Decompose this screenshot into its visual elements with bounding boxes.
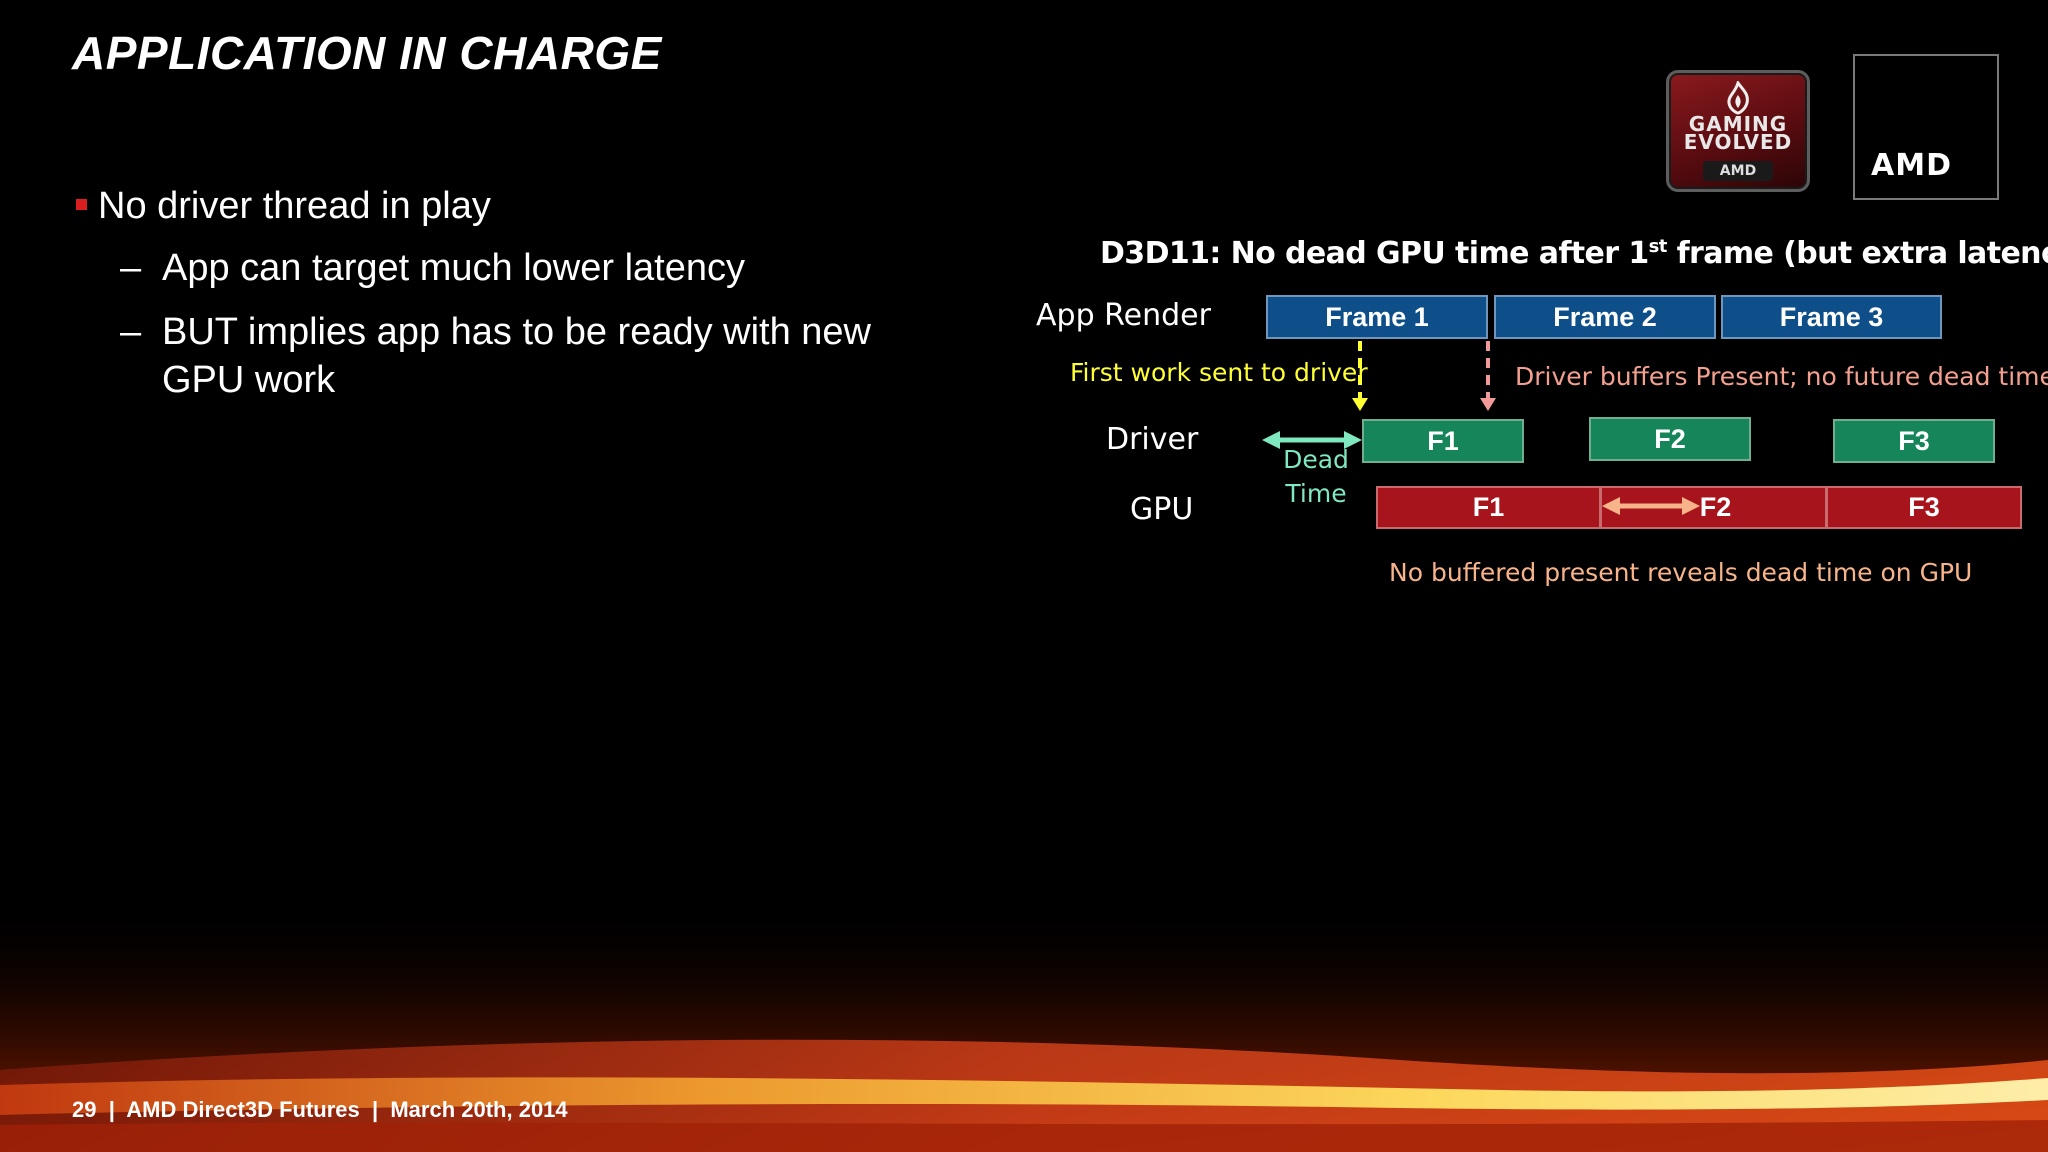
diagram-title-sup: st — [1648, 236, 1668, 257]
driver-frame-1: F1 — [1362, 419, 1524, 463]
gpu-frame-3: F3 — [1826, 486, 2022, 529]
annotation-dead-time-line1: Dead — [1283, 445, 1349, 474]
first-work-arrow — [1352, 341, 1368, 411]
row-label-gpu: GPU — [1130, 492, 1194, 527]
logo-badge-amd: AMD — [1703, 161, 1773, 181]
dash-marker: – — [120, 311, 142, 353]
bullet-list: No driver thread in play – App can targe… — [72, 182, 972, 420]
bullet-item: No driver thread in play — [72, 182, 972, 230]
sub-bullet-text: BUT implies app has to be ready with new… — [162, 311, 871, 401]
logo-text-gaming: GAMING — [1688, 112, 1788, 136]
app-frame-1: Frame 1 — [1266, 295, 1488, 339]
slide-title: APPLICATION IN CHARGE — [72, 27, 662, 79]
flame-icon — [1727, 81, 1749, 115]
diagram-title-tail: frame (but extra latency) — [1666, 236, 2048, 271]
gpu-frame-1: F1 — [1376, 486, 1601, 529]
sub-bullet-text: App can target much lower latency — [162, 247, 745, 289]
annotation-dead-time-line2: Time — [1285, 479, 1347, 508]
row-label-app-render: App Render — [1036, 298, 1211, 333]
annotation-driver-buffers: Driver buffers Present; no future dead t… — [1515, 362, 2048, 391]
diagram-title: D3D11: No dead GPU time after 1st frame … — [1100, 236, 2048, 271]
sub-bullet-item: – BUT implies app has to be ready with n… — [72, 308, 972, 404]
annotation-first-work: First work sent to driver — [1070, 358, 1368, 387]
gaming-evolved-logo: GAMING EVOLVED AMD — [1666, 70, 1810, 192]
driver-frame-2: F2 — [1589, 417, 1751, 461]
logo-text-evolved: EVOLVED — [1683, 130, 1793, 154]
amd-logo-text: AMD — [1871, 148, 1952, 183]
driver-frame-3: F3 — [1833, 419, 1995, 463]
app-frame-3: Frame 3 — [1721, 295, 1942, 339]
gpu-gap-arrow — [1602, 497, 1700, 515]
bullet-text: No driver thread in play — [98, 185, 491, 227]
diagram-title-main: D3D11: No dead GPU time after 1 — [1100, 236, 1649, 271]
slide-footer: 29 | AMD Direct3D Futures | March 20th, … — [72, 1097, 568, 1122]
row-label-driver: Driver — [1106, 422, 1199, 457]
dead-time-arrow — [1262, 431, 1362, 449]
gpu-frame-2-label: F2 — [1699, 492, 1732, 522]
dash-marker: – — [120, 247, 142, 289]
annotation-dead-time: Dead Time — [1270, 443, 1362, 511]
amd-logo: AMD — [1853, 54, 1999, 200]
bullet-square-icon — [76, 199, 87, 210]
buffer-present-arrow — [1480, 341, 1496, 411]
sub-bullet-item: – App can target much lower latency — [72, 244, 972, 292]
app-frame-2: Frame 2 — [1494, 295, 1716, 339]
annotation-no-buffered: No buffered present reveals dead time on… — [1389, 558, 1973, 587]
